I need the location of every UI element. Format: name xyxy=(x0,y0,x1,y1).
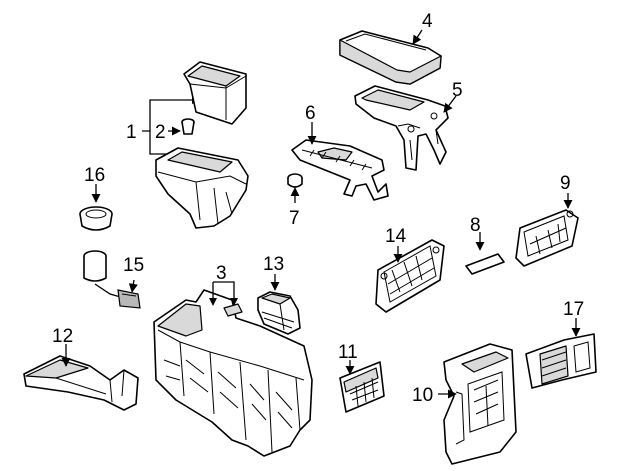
callout-13: 13 xyxy=(263,254,284,275)
part-3-console-body xyxy=(153,289,313,457)
callout-1: 1 xyxy=(126,122,137,143)
callout-8: 8 xyxy=(470,215,481,236)
part-5-armrest-bracket xyxy=(354,85,449,171)
callout-4: 4 xyxy=(422,11,433,32)
callout-12: 12 xyxy=(52,326,73,347)
callout-14: 14 xyxy=(385,226,407,247)
callout-10: 10 xyxy=(412,385,433,406)
part-3-clip xyxy=(223,303,243,317)
part-17-rear-vent xyxy=(525,333,597,389)
part-8-plate xyxy=(465,253,505,275)
callout-15: 15 xyxy=(123,255,144,276)
callout-6: 6 xyxy=(305,103,316,124)
part-9-side-bracket xyxy=(515,209,579,267)
part-10-rear-panel xyxy=(443,343,517,465)
part-14-grille-bracket xyxy=(375,239,445,313)
callout-2: 2 xyxy=(155,122,166,143)
callout-5: 5 xyxy=(452,80,463,101)
part-15-power-outlet xyxy=(83,250,141,309)
callout-3: 3 xyxy=(216,263,227,284)
part-11-rear-trim xyxy=(339,361,385,413)
part-16-cup-holder xyxy=(79,206,113,231)
callout-9: 9 xyxy=(560,173,571,194)
callout-16: 16 xyxy=(84,165,105,186)
callout-17: 17 xyxy=(563,299,584,320)
arrowhead-3a xyxy=(209,298,217,306)
part-7-clip xyxy=(287,173,303,188)
part-13-switch-module xyxy=(257,291,301,335)
leader-3 xyxy=(212,281,235,300)
callout-7: 7 xyxy=(289,208,300,229)
leader-5 xyxy=(443,95,457,113)
part-2-screw xyxy=(181,118,195,135)
leader-15 xyxy=(128,279,138,293)
arrowhead-3b xyxy=(230,298,238,306)
leader-4 xyxy=(412,29,423,45)
part-1-storage-bin xyxy=(183,61,247,125)
part-4-armrest-lid xyxy=(339,30,442,85)
callout-11: 11 xyxy=(338,342,358,363)
part-12-console-liner xyxy=(23,355,139,411)
part-6-console-bracket xyxy=(291,139,389,201)
part-1-console-tray xyxy=(155,147,249,229)
